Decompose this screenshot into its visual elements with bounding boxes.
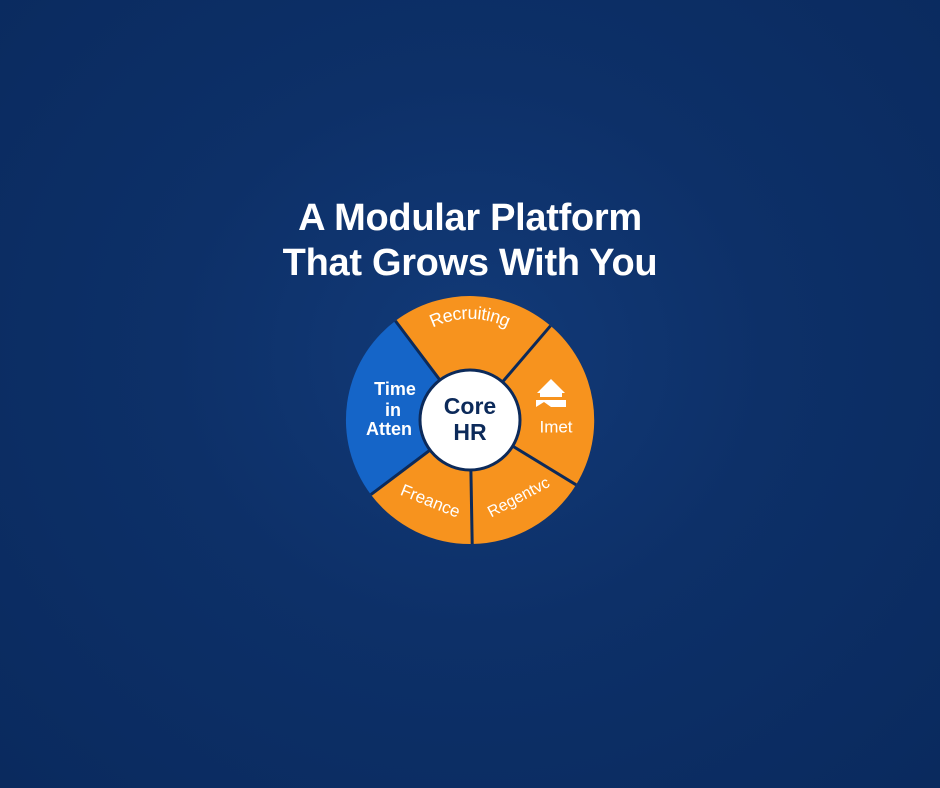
headline-line-1: A Modular Platform: [298, 197, 642, 239]
time-label-line-2: in: [385, 400, 401, 420]
time-label-line-3: Atten: [366, 419, 412, 439]
segment-imet[interactable]: [470, 325, 595, 485]
core-label-line-2: HR: [453, 419, 487, 445]
house-icon: [536, 379, 566, 407]
core-hr-circle[interactable]: [418, 368, 522, 472]
headline: A Modular Platform That Grows With You: [0, 196, 940, 286]
module-wheel: Core HR Recruiting Time in Atten Imet Fr…: [345, 296, 595, 545]
headline-line-2: That Grows With You: [282, 242, 658, 284]
time-label-line-1: Time: [374, 379, 416, 399]
core-label-line-1: Core: [444, 393, 496, 419]
imet-label: Imet: [539, 417, 572, 436]
segment-time-attendance[interactable]: [345, 320, 470, 495]
segment-recruiting[interactable]: [395, 296, 551, 420]
